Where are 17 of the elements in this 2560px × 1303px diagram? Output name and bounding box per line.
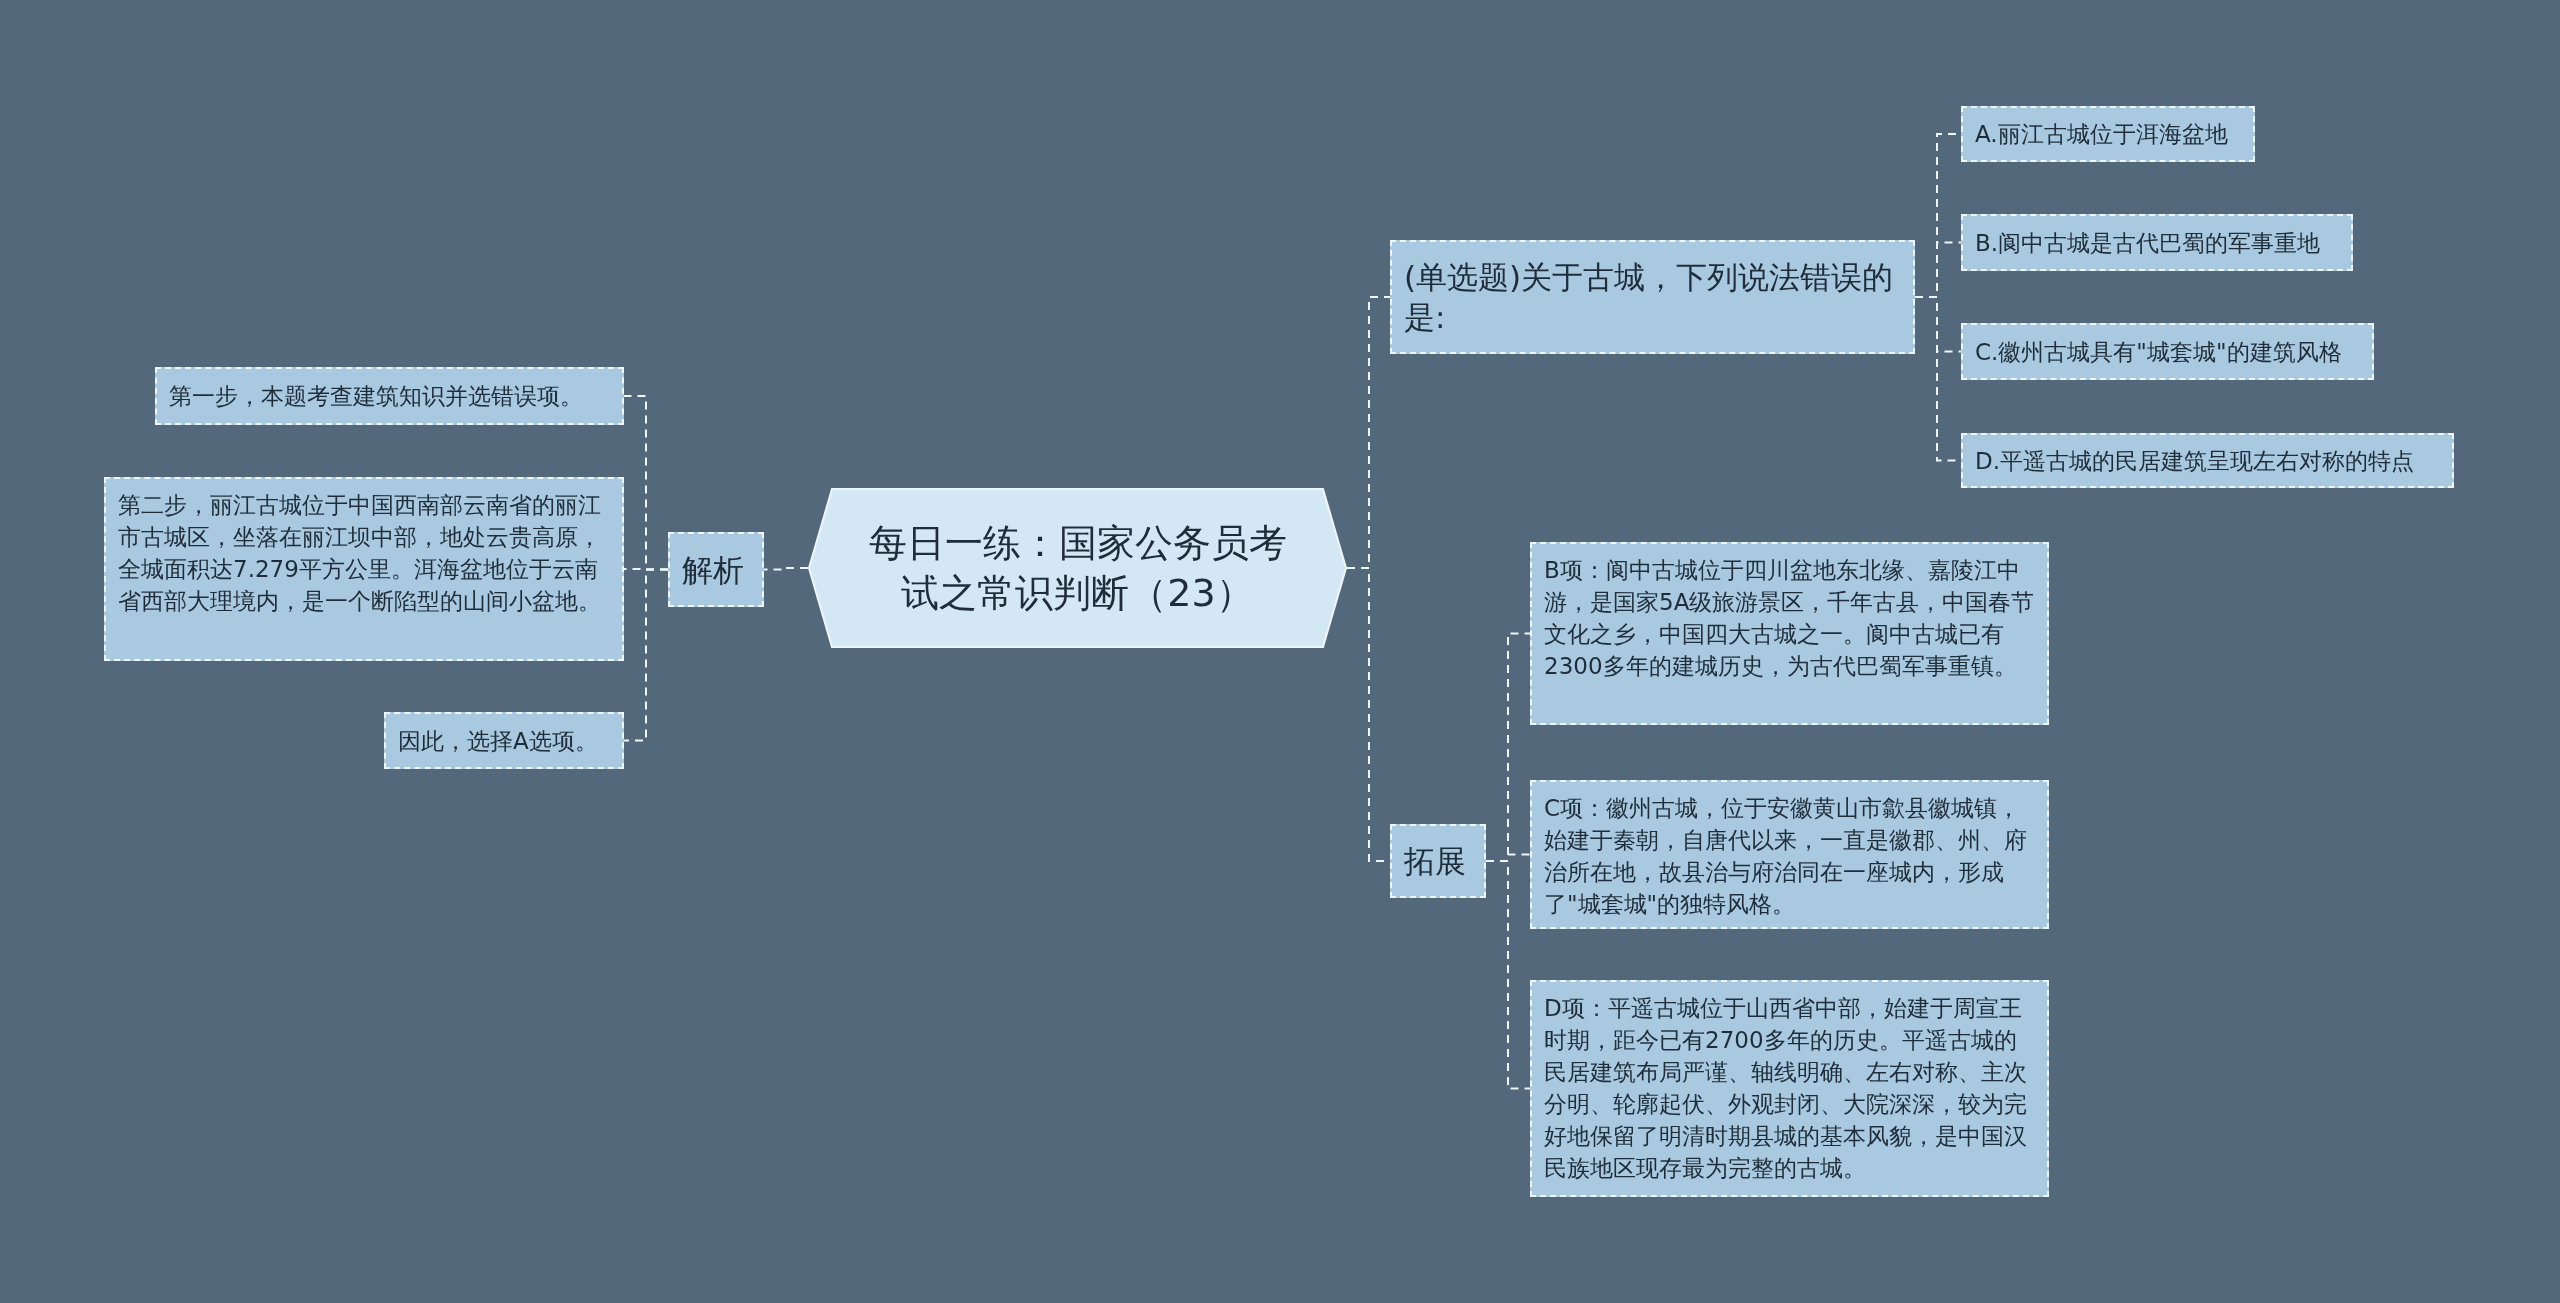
option-box: D.平遥古城的民居建筑呈现左右对称的特点: [1961, 433, 2454, 488]
text-box: D项：平遥古城位于山西省中部，始建于周宣王时期，距今已有2700多年的历史。平遥古城的民居建筑布局严谨、轴线明确、左右对称、主次分明、轮廓起伏、外观封闭、大院深深，较为完好地保留了明清时期县城的基本风貌，是中国汉民族地区现存最为完整的古城。: [1530, 980, 2049, 1197]
branch-box: 拓展: [1390, 824, 1486, 898]
text-box: 第二步，丽江古城位于中国西南部云南省的丽江市古城区，坐落在丽江坝中部，地处云贵高原，全城面积达7.279平方公里。洱海盆地位于云南省西部大理境内，是一个断陷型的山间小盆地。: [104, 477, 624, 661]
connector: [1485, 860, 1531, 1090]
text-box: B项：阆中古城位于四川盆地东北缘、嘉陵江中游，是国家5A级旅游景区，千年古县，中国春节文化之乡，中国四大古城之一。阆中古城已有2300多年的建城历史，为古代巴蜀军事重镇。: [1530, 542, 2049, 725]
option-box: B.阆中古城是古代巴蜀的军事重地: [1961, 214, 2353, 271]
connector: [623, 568, 669, 742]
text-box: C项：徽州古城，位于安徽黄山市歙县徽城镇，始建于秦朝，自唐代以来，一直是徽郡、州、府治所在地，故县治与府治同在一座城内，形成了"城套城"的独特风格。: [1530, 780, 2049, 929]
option-box: A.丽江古城位于洱海盆地: [1961, 106, 2255, 162]
text-box: 第一步，本题考查建筑知识并选错误项。: [155, 367, 624, 425]
topic-hexagon: 每日一练：国家公务员考试之常识判断（23）: [808, 488, 1347, 648]
option-box: C.徽州古城具有"城套城"的建筑风格: [1961, 323, 2374, 380]
text-box: 因此，选择A选项。: [384, 712, 624, 769]
branch-box: 解析: [668, 532, 764, 607]
connector: [763, 567, 809, 571]
question-box: (单选题)关于古城，下列说法错误的是:: [1390, 240, 1915, 354]
